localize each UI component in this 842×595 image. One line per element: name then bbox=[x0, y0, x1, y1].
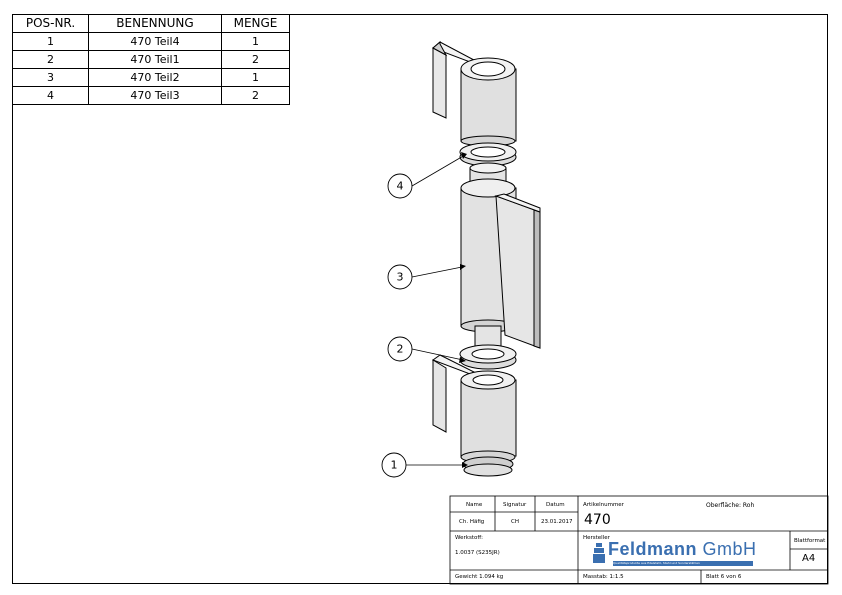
balloon-3 bbox=[387, 264, 413, 290]
balloon-label-1: 1 bbox=[391, 459, 398, 472]
bill-of-materials: POS-NR. BENENNUNG MENGE 1 470 Teil4 1 2 … bbox=[12, 14, 290, 105]
date-value: 23.01.2017 bbox=[541, 519, 573, 525]
drawing-frame bbox=[12, 14, 828, 584]
name-value: Ch. Häfig bbox=[459, 519, 485, 525]
material-label: Werkstoff: bbox=[455, 535, 483, 541]
bom-header-qty: MENGE bbox=[221, 14, 290, 33]
balloon-label-2: 2 bbox=[397, 343, 404, 356]
sheet-number: Blatt 6 von 6 bbox=[706, 574, 742, 580]
weight-value: Gewicht 1.094 kg bbox=[455, 574, 504, 580]
bom-name: 470 Teil3 bbox=[88, 86, 222, 105]
balloon-label-4: 4 bbox=[397, 180, 404, 193]
table-row: 2 470 Teil1 2 bbox=[12, 50, 290, 69]
material-value: 1.0037 (S235JR) bbox=[455, 550, 500, 556]
signature-value: CH bbox=[511, 519, 519, 525]
name-label: Name bbox=[466, 502, 483, 508]
bom-pos: 4 bbox=[12, 86, 89, 105]
logo-suffix: GmbH bbox=[702, 539, 757, 559]
bom-name: 470 Teil4 bbox=[88, 32, 222, 51]
arrow-3 bbox=[460, 264, 466, 270]
article-number-label: Artikelnummer bbox=[583, 502, 624, 508]
sheet-format-label: Blattformat bbox=[794, 538, 826, 544]
top-leaf-front bbox=[432, 47, 447, 119]
balloon-4 bbox=[387, 173, 413, 199]
leader-line-4 bbox=[411, 154, 466, 187]
logo-name: Feldmann bbox=[608, 539, 698, 559]
leader-line-2 bbox=[411, 348, 464, 361]
date-label: Datum bbox=[546, 502, 565, 508]
balloon-1 bbox=[381, 452, 407, 478]
surface-label: Oberfläche: Roh bbox=[706, 502, 755, 509]
manufacturer-label: Hersteller bbox=[583, 535, 610, 541]
logo-tagline: Qualitätsprodukte aus Edelstahl, Stahl u… bbox=[613, 561, 753, 566]
arrow-2 bbox=[459, 357, 466, 363]
table-row: 4 470 Teil3 2 bbox=[12, 86, 290, 105]
table-row: 1 470 Teil4 1 bbox=[12, 32, 290, 51]
title-block-lines bbox=[449, 495, 829, 585]
manufacturer-logo: Feldmann GmbH bbox=[608, 539, 757, 560]
feldmann-logo-icon bbox=[593, 543, 605, 563]
bom-header-row: POS-NR. BENENNUNG MENGE bbox=[12, 14, 290, 33]
balloon-2 bbox=[387, 336, 413, 362]
arrow-1 bbox=[462, 462, 468, 468]
signature-label: Signatur bbox=[503, 502, 527, 508]
article-number-value: 470 bbox=[584, 512, 611, 528]
sheet-format-value: A4 bbox=[802, 553, 816, 564]
leader-line-3 bbox=[411, 266, 463, 278]
scale-value: Masstab: 1:1.5 bbox=[583, 574, 624, 580]
bom-qty: 2 bbox=[221, 86, 290, 105]
arrow-4 bbox=[461, 152, 467, 159]
bom-header-name: BENENNUNG bbox=[88, 14, 222, 33]
balloon-label-3: 3 bbox=[397, 271, 404, 284]
